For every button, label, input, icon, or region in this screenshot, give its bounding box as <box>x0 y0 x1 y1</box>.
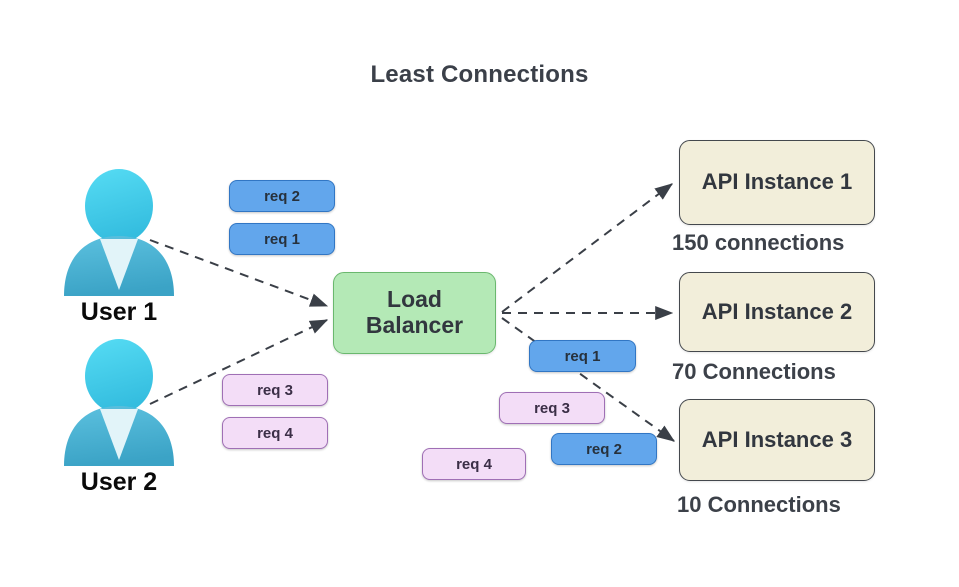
actor-user-2[interactable]: User 2 <box>60 338 178 497</box>
user-avatar <box>60 168 178 296</box>
request-pill-user1-req1[interactable]: req 1 <box>229 223 335 255</box>
request-pill-lb-req2[interactable]: req 2 <box>551 433 657 465</box>
api-instance-2-label: API Instance 2 <box>701 298 853 324</box>
actor-label-user-2: User 2 <box>80 468 158 496</box>
actor-user-1[interactable]: User 1 <box>60 168 178 327</box>
api-instance-2-connections: 70 Connections <box>672 359 836 384</box>
load-balancer-label: Load Balancer <box>365 286 464 339</box>
user-avatar <box>60 338 178 466</box>
request-pill-user2-req4[interactable]: req 4 <box>222 417 328 449</box>
person-icon <box>64 169 174 296</box>
node-api-instance-2[interactable]: API Instance 2 <box>679 272 875 352</box>
load-balancer-label-line1: Load <box>387 286 442 313</box>
page-title: Least Connections <box>370 61 589 88</box>
node-load-balancer[interactable]: Load Balancer <box>333 272 496 354</box>
request-pill-lb-req4[interactable]: req 4 <box>422 448 526 480</box>
request-pill-user1-req2[interactable]: req 2 <box>229 180 335 212</box>
api-instance-3-label: API Instance 3 <box>701 426 853 452</box>
actor-label-user-1: User 1 <box>80 298 158 326</box>
person-icon <box>64 339 174 466</box>
load-balancer-label-line2: Balancer <box>365 312 464 338</box>
request-pill-lb-req3[interactable]: req 3 <box>499 392 605 424</box>
request-pill-lb-req1[interactable]: req 1 <box>529 340 636 372</box>
api-instance-1-connections: 150 connections <box>672 230 845 255</box>
api-instance-3-connections: 10 Connections <box>677 492 841 517</box>
node-api-instance-3[interactable]: API Instance 3 <box>679 399 875 481</box>
edge-lb-to-api1 <box>501 183 673 313</box>
request-pill-user2-req3[interactable]: req 3 <box>222 374 328 406</box>
api-instance-1-label: API Instance 1 <box>701 169 853 195</box>
node-api-instance-1[interactable]: API Instance 1 <box>679 140 875 225</box>
